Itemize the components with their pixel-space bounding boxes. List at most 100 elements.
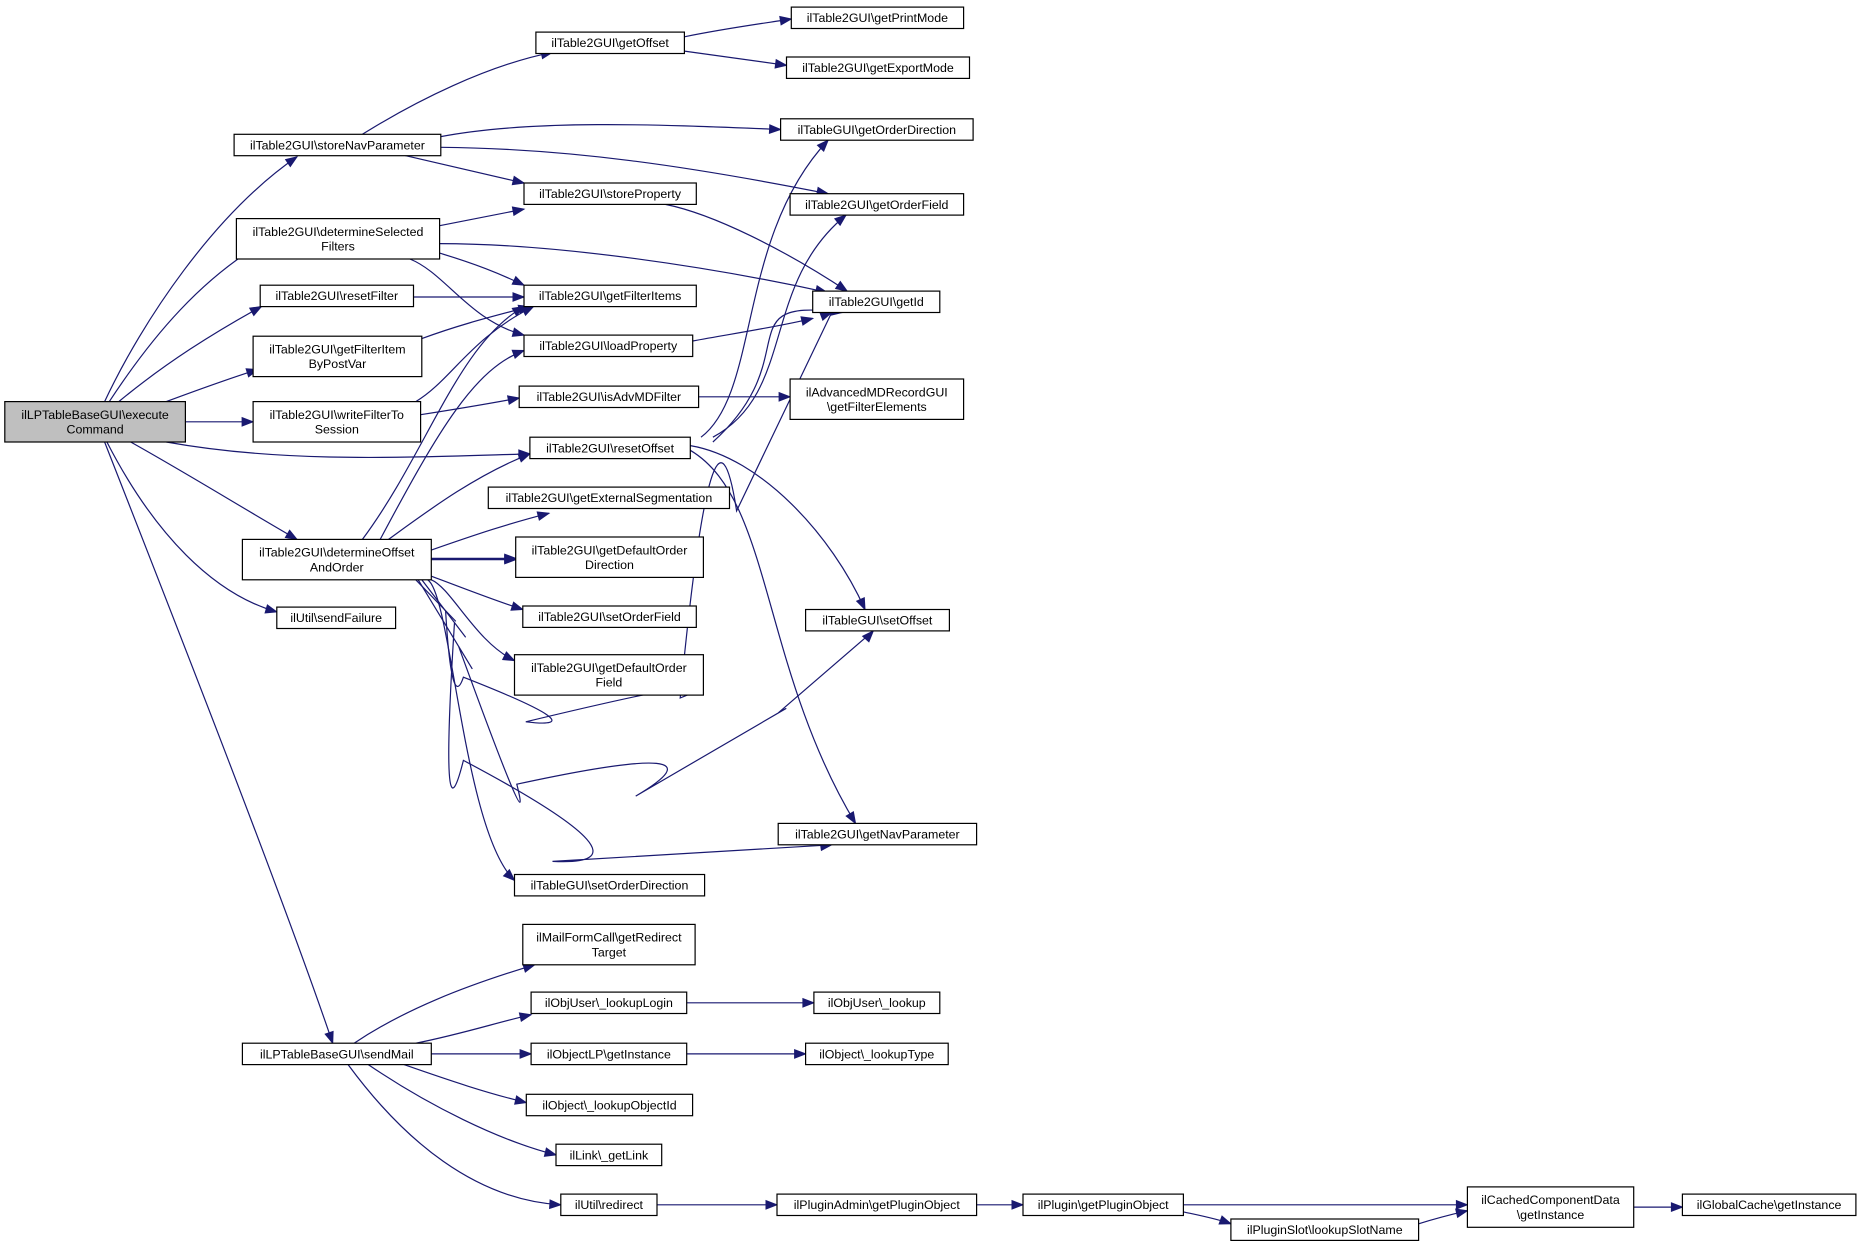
node-label: ilObjUser\_lookupLogin xyxy=(545,996,673,1010)
edge-execute-to-sendMail xyxy=(104,441,334,1045)
node-sendFailure[interactable]: ilUtil\sendFailure xyxy=(276,606,397,630)
edge-sendMail-to-lookupLogin xyxy=(415,1012,533,1044)
edge-line xyxy=(347,1064,561,1206)
node-getNavParam[interactable]: ilTable2GUI\getNavParameter xyxy=(777,822,978,846)
node-loadProp[interactable]: ilTable2GUI\loadProperty xyxy=(523,334,694,358)
node-cachedComp[interactable]: ilCachedComponentData\getInstance xyxy=(1466,1186,1635,1228)
arrowhead-icon xyxy=(510,601,525,611)
arrowhead-icon xyxy=(816,139,830,152)
edge-detOffset-to-getFilterItems xyxy=(361,305,526,540)
node-label: ilObjUser\_lookup xyxy=(828,996,926,1010)
node-label: Command xyxy=(67,423,124,437)
node-label: ilAdvancedMDRecordGUI xyxy=(806,385,948,399)
edge-execute-to-sendFailure xyxy=(106,441,279,614)
node-globalCache[interactable]: ilGlobalCache\getInstance xyxy=(1681,1193,1857,1217)
arrowhead-icon xyxy=(833,214,848,227)
edge-line xyxy=(388,453,531,540)
node-getOffset[interactable]: ilTable2GUI\getOffset xyxy=(535,31,686,55)
arrowhead-icon xyxy=(511,275,526,286)
node-isAdvMD[interactable]: ilTable2GUI\isAdvMDFilter xyxy=(518,385,700,409)
node-getId[interactable]: ilTable2GUI\getId xyxy=(812,290,941,314)
arrowhead-icon xyxy=(549,1199,563,1210)
arrowhead-icon xyxy=(518,1012,533,1023)
node-getPrintMode[interactable]: ilTable2GUI\getPrintMode xyxy=(790,6,965,30)
node-label: ilTable2GUI\loadProperty xyxy=(539,339,678,353)
node-lookupType[interactable]: ilObject\_lookupType xyxy=(804,1042,949,1066)
node-pluginSlot[interactable]: ilPluginSlot\lookupSlotName xyxy=(1230,1218,1420,1241)
node-resetOffset[interactable]: ilTable2GUI\resetOffset xyxy=(529,436,691,460)
node-getExportMode[interactable]: ilTable2GUI\getExportMode xyxy=(785,56,971,79)
edge-sendMail-to-getRedirect xyxy=(353,963,537,1044)
node-storeNav[interactable]: ilTable2GUI\storeNavParameter xyxy=(233,133,442,157)
node-box xyxy=(252,335,423,378)
node-lookupObjId[interactable]: ilObject\_lookupObjectId xyxy=(525,1093,694,1117)
arrowhead-icon xyxy=(514,1095,528,1105)
node-label: ilCachedComponentData xyxy=(1481,1193,1620,1207)
edge-execute-to-resetOffset xyxy=(166,441,532,460)
edge-pluginAdmin-to-pluginGet xyxy=(976,1199,1025,1210)
node-setOrderDir[interactable]: ilTableGUI\setOrderDirection xyxy=(513,873,706,897)
node-advMDGetFilter[interactable]: ilAdvancedMDRecordGUI\getFilterElements xyxy=(789,378,965,421)
node-sendMail[interactable]: ilLPTableBaseGUI\sendMail xyxy=(241,1042,432,1066)
node-box xyxy=(259,284,415,308)
node-label: ilObjectLP\getInstance xyxy=(547,1047,671,1061)
node-setOrderField[interactable]: ilTable2GUI\setOrderField xyxy=(522,605,697,628)
edge-detOffset-to-setOrderDir xyxy=(427,579,516,882)
arrowhead-icon xyxy=(284,156,299,168)
node-box xyxy=(555,1143,663,1167)
edge-execute-to-writeFilter xyxy=(185,416,255,427)
node-label: ilPlugin\getPluginObject xyxy=(1038,1198,1169,1212)
edge-line xyxy=(362,51,553,135)
edge-line xyxy=(106,441,277,613)
node-getOrderDirection[interactable]: ilTableGUI\getOrderDirection xyxy=(779,118,974,141)
node-getExtSeg[interactable]: ilTable2GUI\getExternalSegmentation xyxy=(487,486,731,510)
node-getFilterItems[interactable]: ilTable2GUI\getFilterItems xyxy=(523,284,697,308)
node-setOffset[interactable]: ilTableGUI\setOffset xyxy=(804,608,950,632)
edge-line xyxy=(431,579,515,662)
arrowhead-icon xyxy=(511,175,526,186)
edge-line xyxy=(427,579,515,881)
edge-line xyxy=(130,441,298,540)
arrowhead-icon xyxy=(511,327,526,337)
edge-detOffset-to-resetOffset xyxy=(388,453,532,540)
node-box xyxy=(785,56,971,79)
node-pluginAdmin[interactable]: ilPluginAdmin\getPluginObject xyxy=(776,1193,978,1217)
node-box xyxy=(535,31,686,55)
node-pluginGet[interactable]: ilPlugin\getPluginObject xyxy=(1022,1193,1184,1217)
node-getOrderField[interactable]: ilTable2GUI\getOrderField xyxy=(789,193,965,216)
arrowhead-icon xyxy=(512,292,526,302)
edge-line xyxy=(379,349,525,540)
node-userLookup[interactable]: ilObjUser\_lookup xyxy=(813,991,941,1015)
node-lookupLogin[interactable]: ilObjUser\_lookupLogin xyxy=(530,991,688,1015)
node-box xyxy=(235,218,441,260)
node-box xyxy=(789,193,965,216)
node-box xyxy=(789,378,965,421)
edge-storeNav-to-getOffset xyxy=(362,49,554,135)
edge-line xyxy=(439,208,525,227)
arrowhead-icon xyxy=(834,280,849,292)
arrowhead-icon xyxy=(774,58,788,69)
node-redirect[interactable]: ilUtil\redirect xyxy=(560,1193,658,1217)
node-box xyxy=(1022,1193,1184,1217)
node-storeProp[interactable]: ilTable2GUI\storeProperty xyxy=(523,182,697,205)
edge-detSel-to-getFilterItems xyxy=(439,252,526,286)
node-box xyxy=(518,385,700,409)
node-getLink[interactable]: ilLink\_getLink xyxy=(555,1143,663,1167)
node-resetFilter[interactable]: ilTable2GUI\resetFilter xyxy=(259,284,415,308)
edge-isAdvMD-to-advMDGetFilter xyxy=(698,391,792,402)
edge-resetOffset-to-getNavParam xyxy=(689,449,857,825)
edge-line xyxy=(689,449,857,824)
arrowhead-icon xyxy=(241,416,255,427)
edge-objLPInst-to-lookupType xyxy=(686,1048,808,1059)
node-label: ilTable2GUI\getExternalSegmentation xyxy=(506,491,713,505)
node-label: ilTable2GUI\storeNavParameter xyxy=(250,138,425,152)
node-objLPInst[interactable]: ilObjectLP\getInstance xyxy=(530,1042,688,1066)
